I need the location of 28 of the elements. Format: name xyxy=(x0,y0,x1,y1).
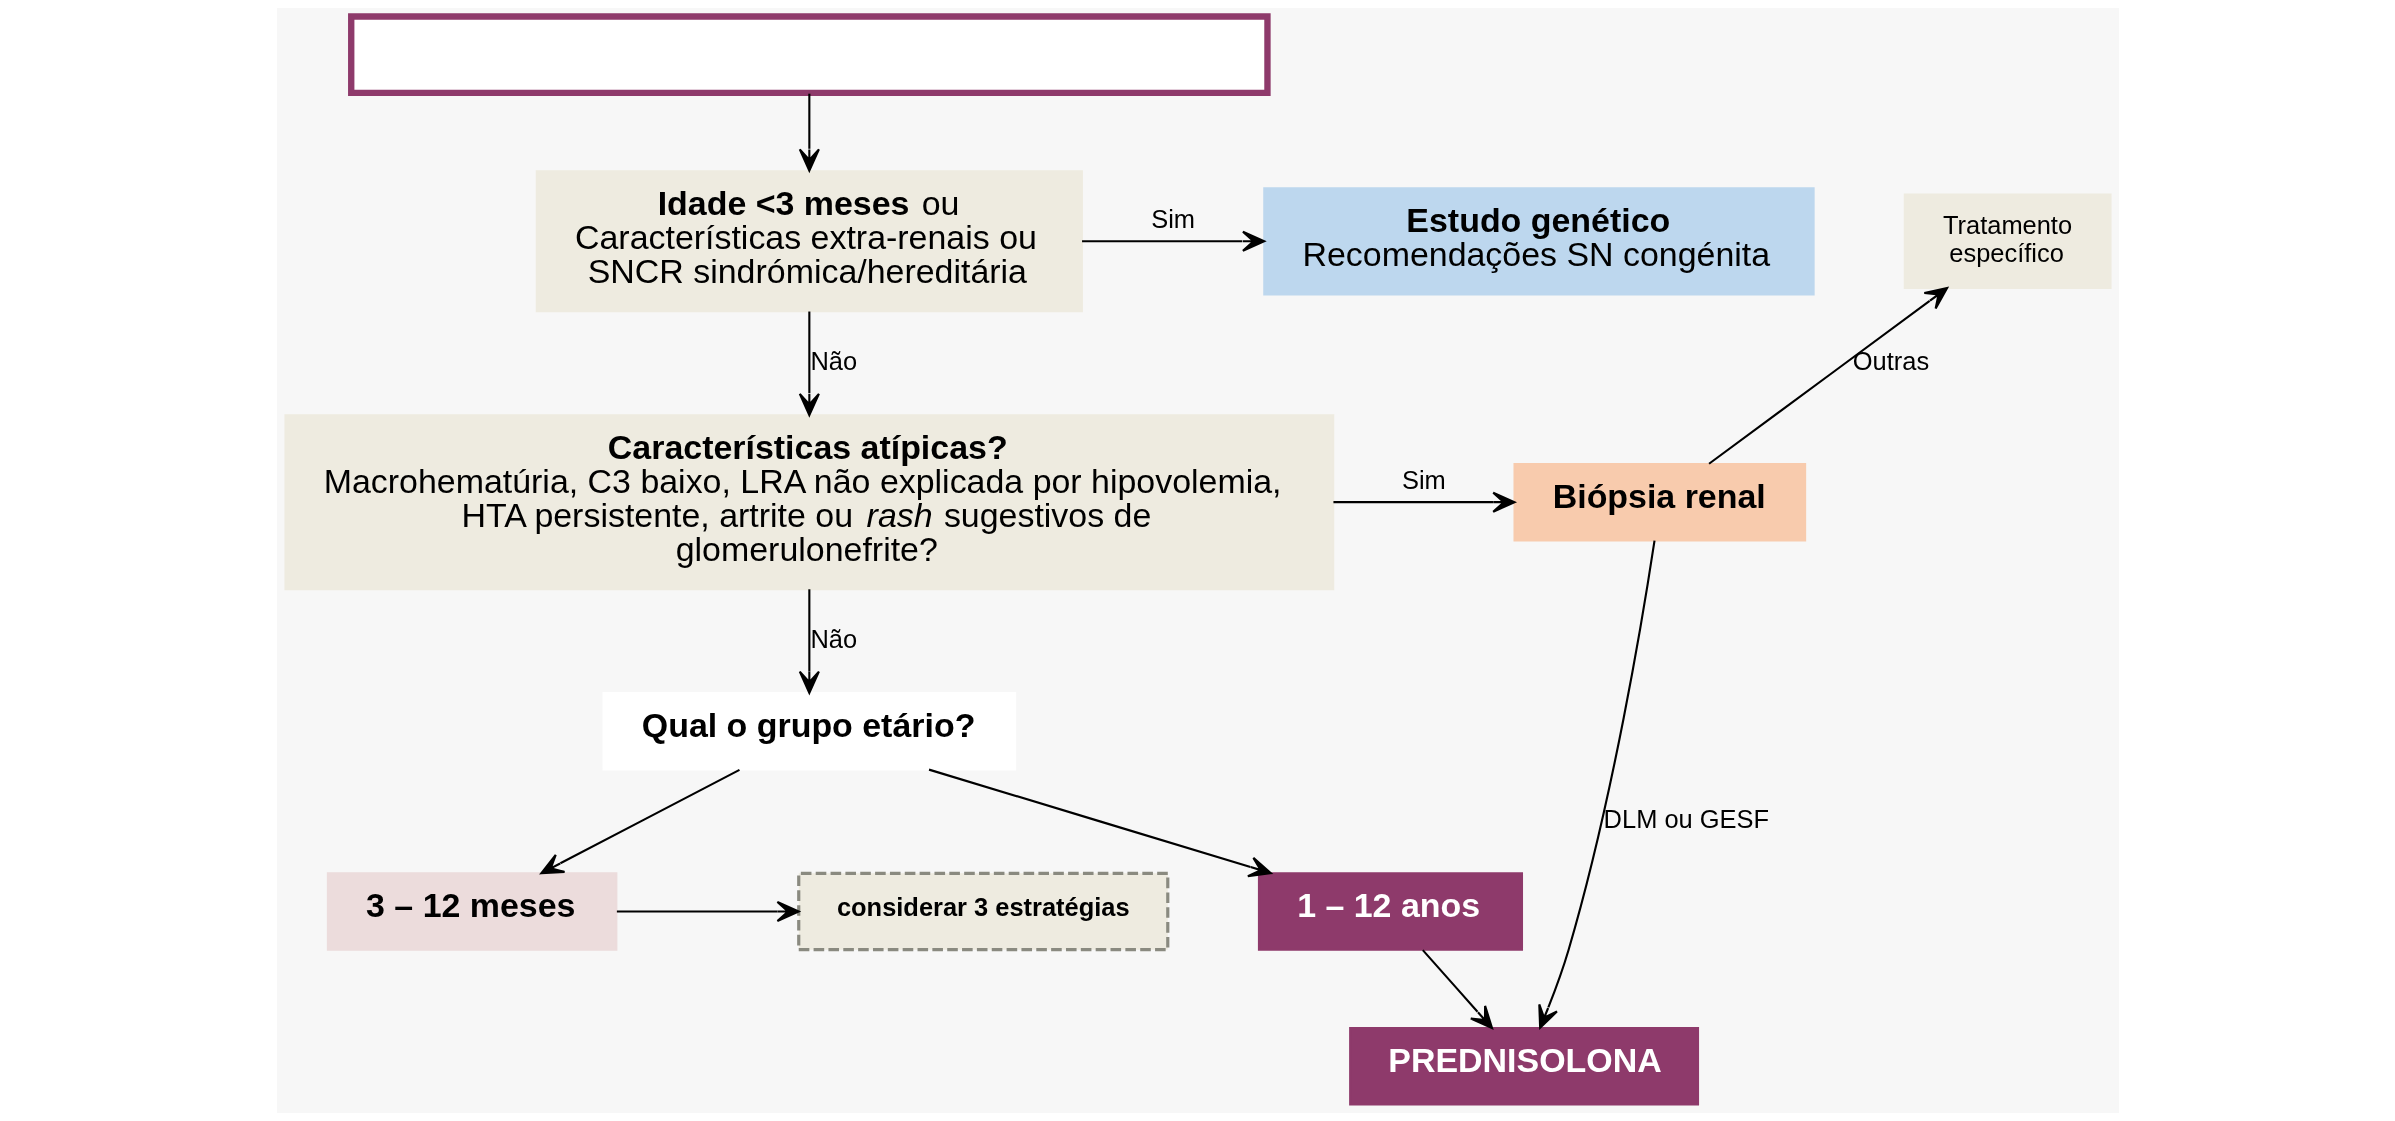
arrow xyxy=(539,768,740,875)
arrow xyxy=(928,768,1272,878)
arrow xyxy=(1081,230,1265,252)
edge-label: Não xyxy=(809,624,857,653)
edge-label: DLM ou GESF xyxy=(1603,804,1769,833)
node-box: 3 – 12 meses xyxy=(326,872,617,951)
arrow xyxy=(1707,287,1948,465)
node-box: Estudo genético Recomendações SN congénita xyxy=(1262,187,1815,296)
node-box: PREDNISOLONA xyxy=(1348,1027,1699,1106)
edge-label: Sim xyxy=(1150,204,1195,233)
node-box: 1 – 12 anos xyxy=(1257,872,1523,951)
node-box xyxy=(347,13,1271,97)
node-box: Características atípicas? Macrohematúria, C3 baixo, LRA não explicada por hipovolemia, HTA persistente, artrite ou rash sugestivos de glomerulonefrite? xyxy=(283,414,1334,591)
node-box: Tratamento específico xyxy=(1903,193,2112,289)
node-box: Idade <3 meses ou Características extra-renais ou SNCR sindrómica/hereditária xyxy=(535,170,1083,313)
arrow xyxy=(1332,491,1515,513)
node-box: Qual o grupo etário? xyxy=(602,692,1016,771)
arrow xyxy=(616,900,800,923)
arrow xyxy=(1537,540,1656,1029)
edge-label: Outras xyxy=(1852,346,1929,375)
arrow xyxy=(798,311,820,417)
arrow xyxy=(798,93,820,172)
node-box: Biópsia renal xyxy=(1513,462,1806,542)
arrow xyxy=(1421,949,1493,1030)
edge-label: Sim xyxy=(1401,465,1446,494)
node-box: considerar 3 estratégias xyxy=(796,871,1169,952)
arrow xyxy=(798,589,820,694)
edge-label: Não xyxy=(809,346,857,375)
